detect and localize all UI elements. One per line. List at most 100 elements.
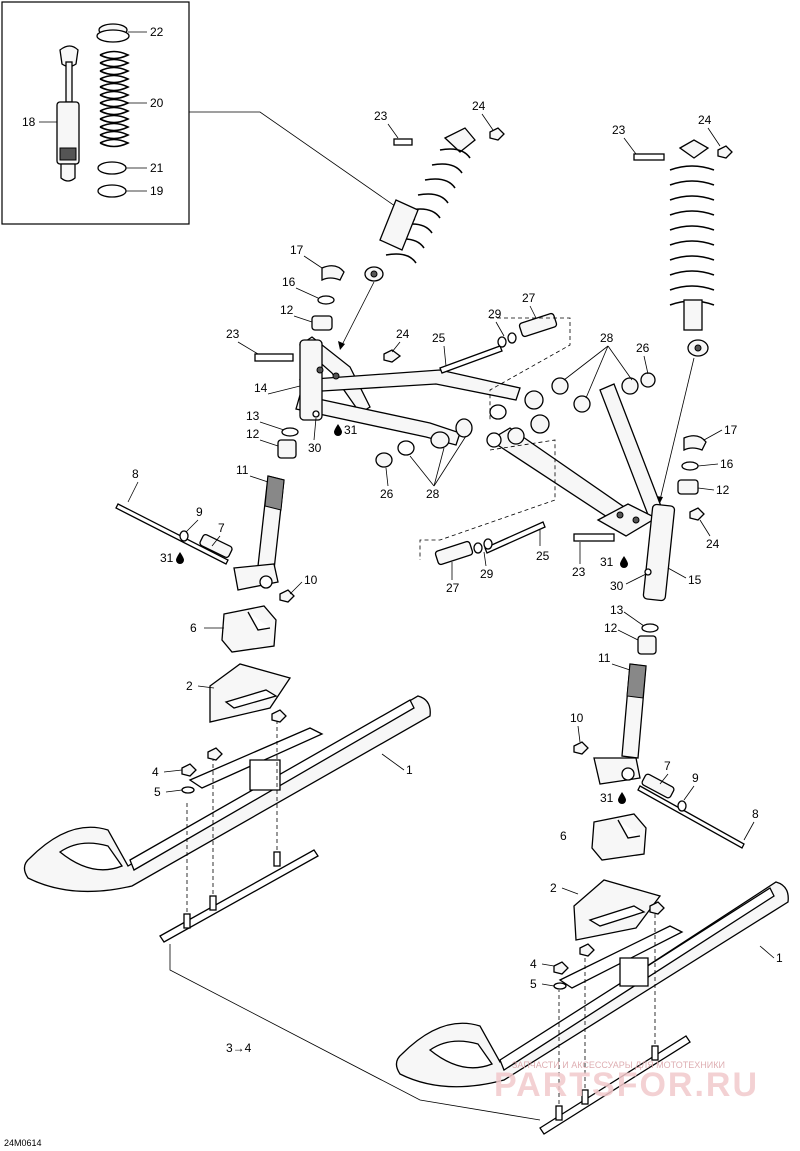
right-ski-washer[interactable]: [553, 982, 567, 990]
callout-4-left: 4: [152, 765, 159, 779]
callout-6-right: 6: [560, 829, 567, 843]
shock-absorber-part[interactable]: [56, 45, 80, 182]
callout-31-left-arm: 31: [344, 423, 358, 437]
callout-2-left: 2: [186, 679, 193, 693]
left-ski-bolt[interactable]: [115, 503, 233, 565]
callout-23-left-arm: 23: [226, 327, 240, 341]
left-ski-washer[interactable]: [181, 786, 195, 794]
spring-stop-part[interactable]: [96, 23, 130, 43]
right-grease-fitting[interactable]: [644, 568, 652, 576]
callout-17-left: 17: [290, 243, 304, 257]
left-spindle[interactable]: [233, 475, 285, 591]
callout-16-left: 16: [282, 275, 296, 289]
callout-28-left: 28: [426, 487, 440, 501]
callout-29-left-upper: 29: [488, 307, 502, 321]
callout-17-right: 17: [724, 423, 738, 437]
right-ski-bracket[interactable]: [573, 879, 662, 941]
watermark: ЗАПЧАСТИ И АКСЕССУАРЫ ДЛЯ МОТОТЕХНИКИ PA…: [494, 1060, 759, 1104]
watermark-tagline: ЗАПЧАСТИ И АКСЕССУАРЫ ДЛЯ МОТОТЕХНИКИ: [512, 1060, 725, 1070]
callout-25-right-lower: 25: [536, 549, 550, 563]
callout-1-right: 1: [776, 951, 783, 965]
right-a-arm[interactable]: [488, 383, 676, 602]
right-ski-bolt[interactable]: [637, 773, 745, 849]
left-grease-fitting[interactable]: [312, 410, 320, 418]
right-lower-pivot-bolt[interactable]: [434, 521, 546, 566]
callout-23-left-shock: 23: [374, 109, 388, 123]
callout-7-right: 7: [664, 759, 671, 773]
callout-24-right-shock: 24: [698, 113, 712, 127]
shock-components-inset: 22 20 18 21 19: [1, 1, 190, 225]
left-ski-spacer[interactable]: [221, 605, 277, 653]
spring-part[interactable]: [99, 50, 130, 148]
right-spindle-nut[interactable]: [573, 741, 589, 755]
callout-8-right: 8: [752, 807, 759, 821]
left-shock-bolt[interactable]: [393, 127, 505, 146]
watermark-brand: PARTSFOR.RU: [494, 1066, 759, 1104]
callout-6-left: 6: [190, 621, 197, 635]
callout-26-right: 26: [636, 341, 650, 355]
callout-13-left: 13: [246, 409, 260, 423]
right-ski-nut-front[interactable]: [649, 901, 665, 915]
callout-22: 22: [150, 25, 164, 39]
callout-24-left-arm: 24: [396, 327, 410, 341]
right-ski-spacer[interactable]: [591, 813, 647, 861]
callout-5-left: 5: [154, 785, 161, 799]
callout-12-right-lower: 12: [604, 621, 618, 635]
right-shock-assembly[interactable]: [669, 139, 715, 357]
callout-25-left-upper: 25: [432, 331, 446, 345]
callout-1-left: 1: [406, 763, 413, 777]
left-shock-assembly[interactable]: [364, 127, 476, 282]
right-ski-nut[interactable]: [553, 961, 569, 975]
right-ski-nut-upper[interactable]: [579, 943, 595, 957]
callout-15: 15: [688, 573, 702, 587]
left-ski-runner[interactable]: [159, 849, 319, 943]
left-ski[interactable]: [23, 695, 431, 893]
right-spindle[interactable]: [593, 663, 647, 785]
right-spindle-bushings[interactable]: [637, 435, 707, 655]
callout-2-right: 2: [550, 881, 557, 895]
left-upper-pivot-bolt[interactable]: [439, 312, 558, 374]
callout-24-right-arm: 24: [706, 537, 720, 551]
right-shock-bolt[interactable]: [633, 145, 733, 161]
left-ski-bracket[interactable]: [209, 663, 292, 723]
callout-27-left-upper: 27: [522, 291, 536, 305]
callout-8-left: 8: [132, 467, 139, 481]
left-a-arm[interactable]: [295, 336, 521, 446]
callout-14: 14: [254, 381, 268, 395]
callout-10-right: 10: [570, 711, 584, 725]
callout-12-left-upper: 12: [280, 303, 294, 317]
left-ski-nut-front[interactable]: [271, 709, 287, 723]
callout-5-right: 5: [530, 977, 537, 991]
callout-11-left: 11: [236, 463, 249, 477]
left-spindle-bushings[interactable]: [277, 265, 345, 459]
callout-4-right: 4: [530, 957, 537, 971]
callout-30-left: 30: [308, 441, 322, 455]
spring-seat-part[interactable]: [97, 161, 127, 175]
callout-9-left: 9: [196, 505, 203, 519]
callout-16-right: 16: [720, 457, 734, 471]
left-arm-bushings[interactable]: [375, 418, 473, 468]
right-arm-bushings[interactable]: [486, 372, 656, 448]
callout-12-left-lower: 12: [246, 427, 260, 441]
right-ski[interactable]: [395, 881, 789, 1088]
callout-29-right-lower: 29: [480, 567, 494, 581]
callout-11-right: 11: [598, 651, 611, 665]
callout-23-right-arm: 23: [572, 565, 586, 579]
callout-31-left-bolt: 31: [160, 551, 174, 565]
right-arm-bolt[interactable]: [573, 507, 705, 542]
left-arm-bolt[interactable]: [254, 349, 402, 363]
kit-note-3-to-4: 3→4: [226, 1041, 252, 1055]
callout-20: 20: [150, 96, 164, 110]
callout-26-left: 26: [380, 487, 394, 501]
callout-18: 18: [22, 115, 36, 129]
right-ski-runner[interactable]: [539, 1035, 691, 1135]
callout-27-right-lower: 27: [446, 581, 460, 595]
callout-30-right: 30: [610, 579, 624, 593]
callout-13-right: 13: [610, 603, 624, 617]
washer-part[interactable]: [97, 184, 127, 198]
callout-21: 21: [150, 161, 164, 175]
left-ski-nut-upper[interactable]: [207, 747, 223, 761]
callout-19: 19: [150, 184, 164, 198]
callout-31-right-bolt: 31: [600, 791, 614, 805]
left-ski-nut[interactable]: [181, 763, 197, 777]
